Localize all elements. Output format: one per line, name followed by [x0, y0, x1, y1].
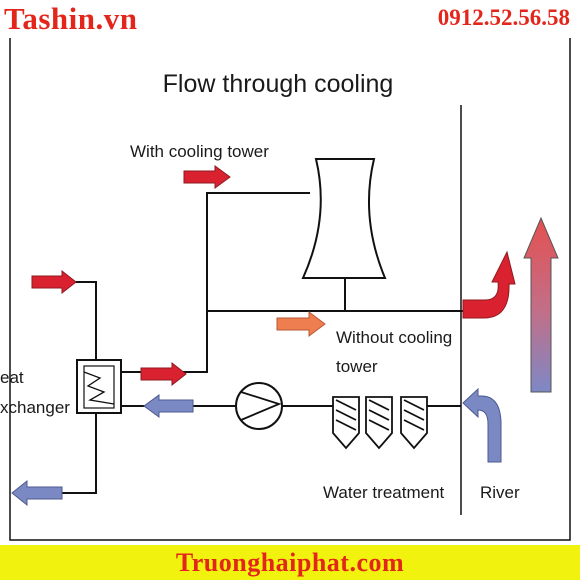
label-water-treatment: Water treatment — [323, 483, 445, 502]
label-without-line1: Without cooling — [336, 328, 452, 347]
arrow-with-cooling-tower — [183, 165, 231, 189]
temperature-gradient-arrow — [523, 216, 559, 393]
label-heat-exchanger-line2: xchanger — [0, 398, 70, 417]
diagram-title: Flow through cooling — [163, 70, 394, 98]
site-name[interactable]: Tashin.vn — [4, 1, 138, 36]
arrow-outlet-bottom — [11, 479, 63, 507]
arrow-river-intake — [462, 387, 502, 463]
arrow-return — [143, 394, 194, 418]
label-heat-exchanger-line1: eat — [0, 368, 24, 387]
pump — [235, 382, 283, 430]
arrow-exchanger-out — [140, 361, 187, 387]
header-bar: Tashin.vn 0912.52.56.58 — [0, 0, 580, 38]
hot-flow-arrows — [31, 165, 231, 387]
footer-bar: Truonghaiphat.com — [0, 545, 580, 580]
arrow-without-cooling-tower — [276, 311, 326, 337]
label-with-cooling-tower: With cooling tower — [130, 142, 269, 161]
arrow-discharge — [462, 250, 516, 319]
heat-exchanger — [76, 359, 122, 414]
phone-number[interactable]: 0912.52.56.58 — [437, 5, 570, 30]
cooling-tower — [301, 158, 387, 279]
label-without-line2: tower — [336, 357, 378, 376]
label-river: River — [480, 483, 520, 502]
arrow-inlet-top — [31, 269, 77, 295]
diagram-frame — [9, 38, 571, 541]
cool-flow-arrows — [11, 394, 194, 507]
water-treatment-filters — [332, 396, 428, 450]
footer-site-name[interactable]: Truonghaiphat.com — [175, 548, 405, 577]
